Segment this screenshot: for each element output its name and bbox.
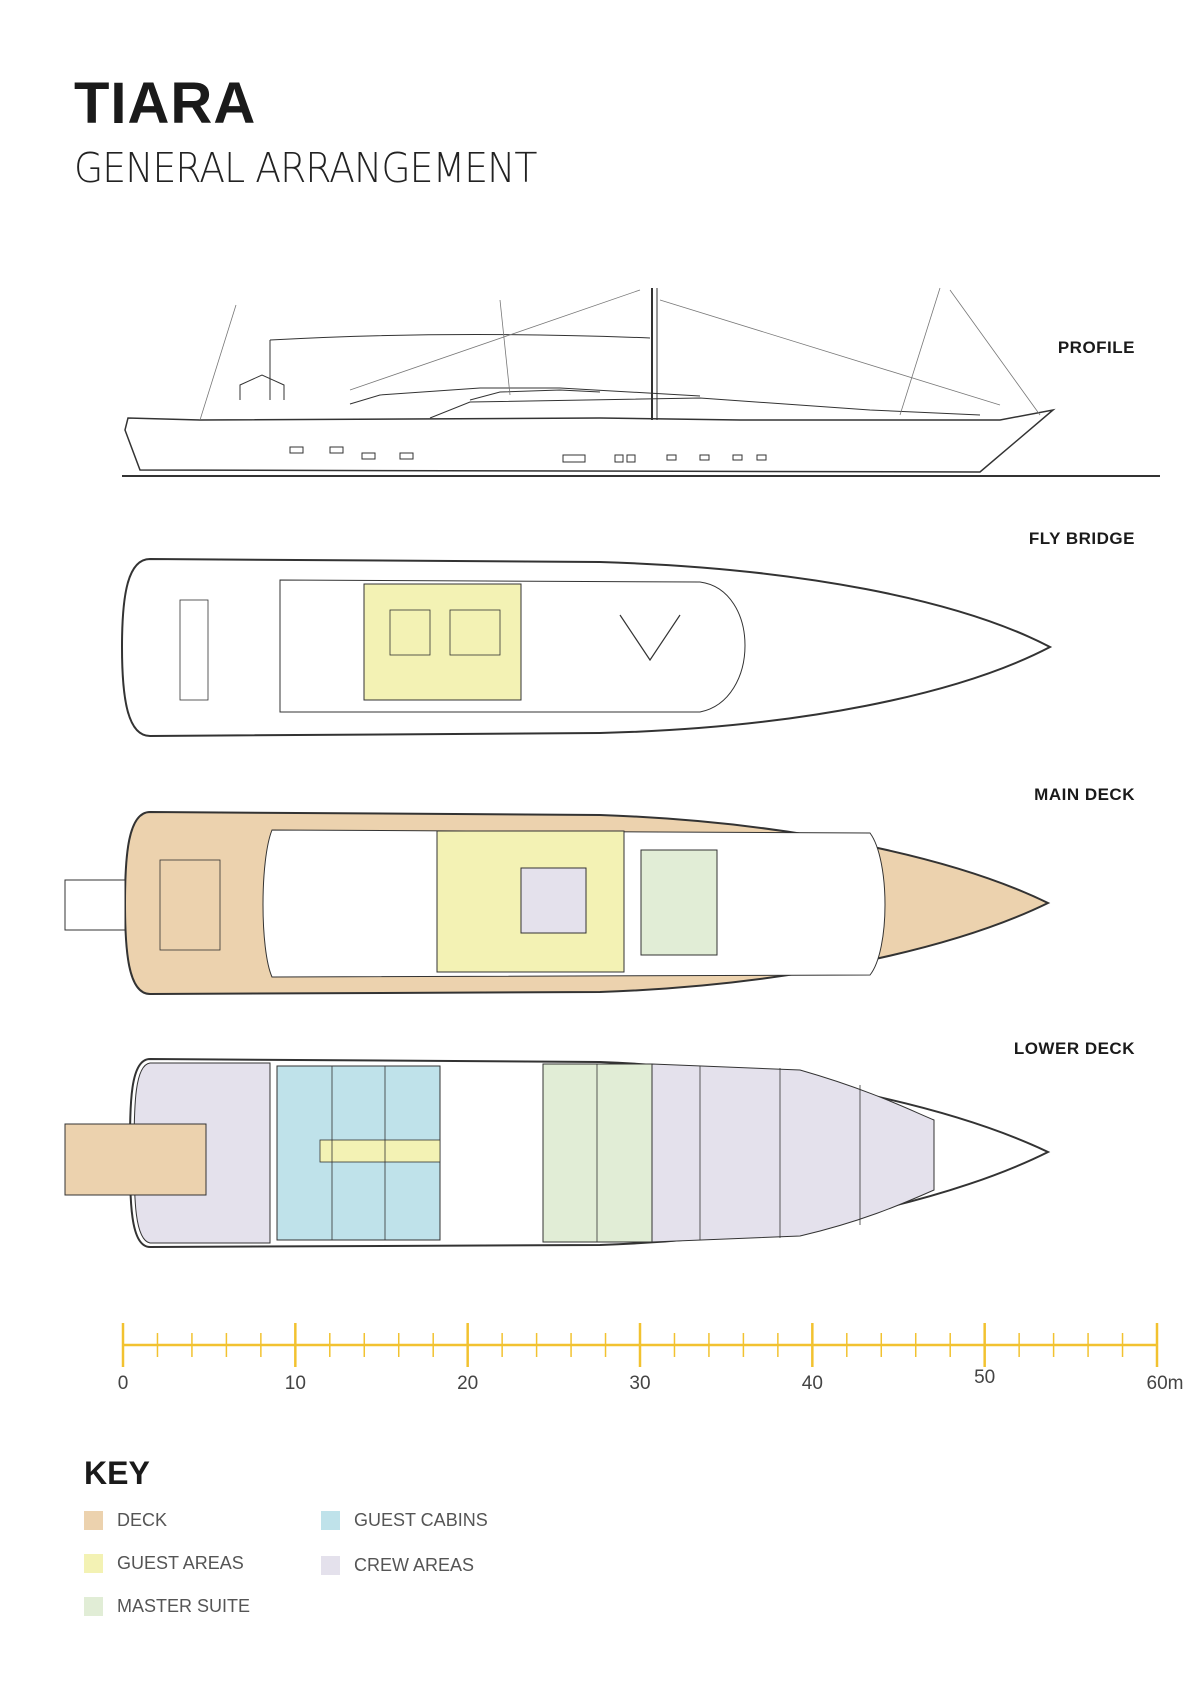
main-deck-master xyxy=(640,849,718,956)
key-title: KEY xyxy=(84,1455,150,1491)
canopy xyxy=(239,374,285,400)
key-label: CREW AREAS xyxy=(354,1555,475,1575)
key-item-deck: DECK xyxy=(84,1510,167,1531)
dining-area xyxy=(520,867,587,934)
profile-label: PROFILE xyxy=(1057,338,1135,357)
lower-deck-drawing xyxy=(64,1057,1051,1249)
fly-bridge-superstructure xyxy=(279,579,746,713)
crew-areas-swatch xyxy=(321,1556,340,1575)
fly-bridge-hull xyxy=(120,557,1053,738)
guest-cabins-swatch xyxy=(321,1511,340,1530)
profile-hull xyxy=(124,408,1056,473)
fly-bridge-drawing xyxy=(120,557,1053,738)
guest-areas-swatch xyxy=(84,1554,103,1573)
profile-flybridge xyxy=(469,389,601,401)
fly-bridge-label: FLY BRIDGE xyxy=(1028,529,1135,548)
scale-label: 10 xyxy=(284,1373,306,1394)
lower-tender-deck xyxy=(64,1123,207,1196)
scale-label: 60m xyxy=(1146,1373,1184,1394)
profile-drawing xyxy=(122,287,1160,477)
main-deck-drawing xyxy=(64,810,1051,996)
scale-label: 20 xyxy=(457,1373,479,1394)
key-label: MASTER SUITE xyxy=(117,1596,251,1616)
key-item-guest-areas: GUEST AREAS xyxy=(84,1553,244,1574)
key-label: GUEST AREAS xyxy=(117,1553,244,1573)
document-subtitle: GENERAL ARRANGEMENT xyxy=(74,144,537,192)
scale-label: 40 xyxy=(801,1373,823,1394)
boom xyxy=(269,333,651,341)
guest-corridor xyxy=(319,1139,441,1163)
scale-label: 0 xyxy=(117,1373,129,1394)
main-deck-label: MAIN DECK xyxy=(1034,785,1135,804)
portholes xyxy=(289,446,767,463)
key-item-crew-areas: CREW AREAS xyxy=(321,1555,474,1576)
master-suite-swatch xyxy=(84,1597,103,1616)
key-label: GUEST CABINS xyxy=(354,1510,488,1530)
profile-sheer xyxy=(429,397,981,419)
helm-station xyxy=(619,614,681,662)
key-item-master-suite: MASTER SUITE xyxy=(84,1596,250,1617)
fly-bridge-guest-area xyxy=(363,583,522,701)
scale-bar xyxy=(121,1323,1159,1367)
lower-deck-label: LOWER DECK xyxy=(1013,1039,1135,1058)
yacht-name: TIARA xyxy=(74,71,257,136)
scale-label: 50 xyxy=(974,1367,996,1388)
key-item-guest-cabins: GUEST CABINS xyxy=(321,1510,488,1531)
tender-platform xyxy=(64,879,126,931)
rigging xyxy=(199,287,1041,421)
key-label: DECK xyxy=(117,1510,168,1530)
crew-forward xyxy=(651,1063,935,1243)
master-suite xyxy=(542,1063,653,1243)
profile-superstructure xyxy=(349,387,701,405)
deck-swatch xyxy=(84,1511,103,1530)
scale-label: 30 xyxy=(629,1373,651,1394)
